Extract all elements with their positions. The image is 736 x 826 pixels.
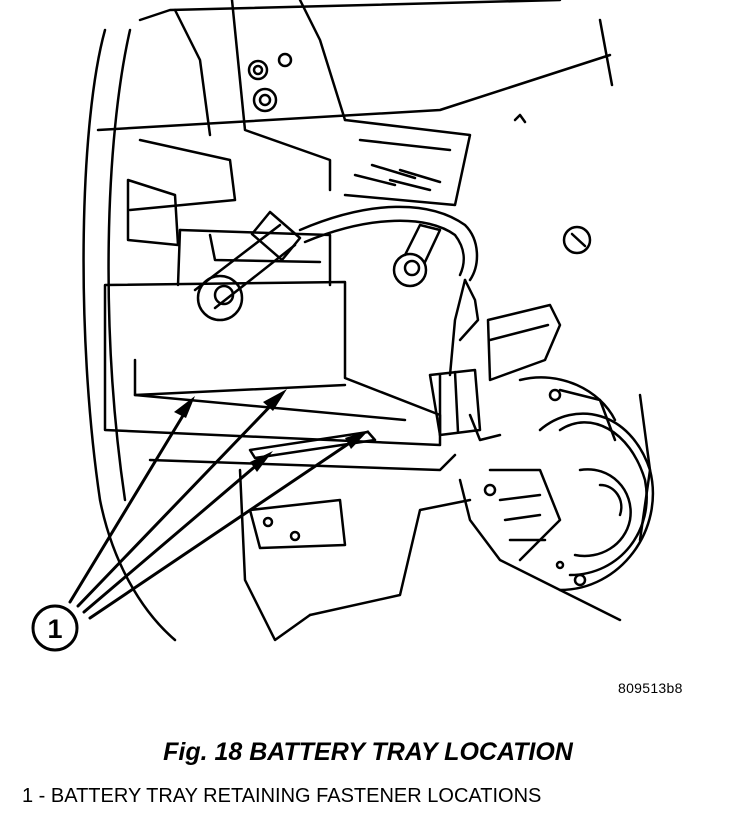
callout-arrowheads xyxy=(174,389,369,472)
legend-item: 1 - BATTERY TRAY RETAINING FASTENER LOCA… xyxy=(22,785,542,807)
callout-leaders xyxy=(68,394,362,620)
right-side-components xyxy=(428,225,655,622)
callout-marker: 1 xyxy=(31,604,79,652)
battery-tray xyxy=(103,228,457,472)
callout-number: 1 xyxy=(47,614,62,644)
tray-bracket xyxy=(238,468,472,642)
upper-body-panels xyxy=(126,0,527,247)
reference-code: 809513b8 xyxy=(618,680,683,696)
figure-caption: Fig. 18 BATTERY TRAY LOCATION xyxy=(163,738,573,766)
battery-cable xyxy=(193,205,480,377)
battery-tray-illustration: 1 xyxy=(31,0,655,652)
